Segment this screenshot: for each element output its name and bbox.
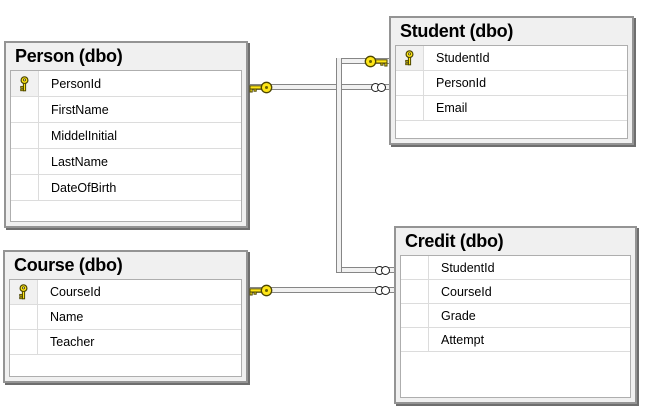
column-name: Attempt xyxy=(441,332,485,347)
table-title: Course (dbo) xyxy=(14,255,123,275)
relationship-line-student-credit-bottom[interactable] xyxy=(336,267,394,273)
column-name: LastName xyxy=(51,154,108,169)
table-node-student[interactable]: Student (dbo) StudentId PersonId xyxy=(389,16,634,145)
column-row[interactable]: Email xyxy=(396,96,627,121)
pk-cell xyxy=(401,256,429,279)
column-grid: StudentId CourseId Grade Attempt xyxy=(400,255,631,398)
column-grid: PersonId FirstName MiddelInitial LastNam… xyxy=(10,70,242,222)
column-name: StudentId xyxy=(436,51,490,65)
column-name: CourseId xyxy=(50,285,101,299)
pk-cell xyxy=(11,97,39,122)
pk-cell xyxy=(401,280,429,303)
column-row[interactable]: StudentId xyxy=(401,256,630,280)
primary-key-icon xyxy=(20,75,29,91)
column-name: PersonId xyxy=(436,76,487,90)
one-end-key-icon xyxy=(249,81,273,94)
column-name: StudentId xyxy=(441,260,495,275)
pk-cell xyxy=(396,71,424,95)
table-node-course[interactable]: Course (dbo) CourseId Name xyxy=(3,250,248,383)
relationship-line-course-credit[interactable] xyxy=(248,287,394,293)
relationship-line-student-credit-top[interactable] xyxy=(336,58,389,64)
column-row[interactable]: Grade xyxy=(401,304,630,328)
pk-cell xyxy=(11,149,39,174)
relationship-line-student-credit-vertical[interactable] xyxy=(336,58,342,272)
pk-cell xyxy=(11,175,39,200)
pk-cell xyxy=(401,304,429,327)
column-row[interactable]: FirstName xyxy=(11,97,241,123)
column-row[interactable]: MiddelInitial xyxy=(11,123,241,149)
pk-cell xyxy=(11,123,39,148)
column-row[interactable]: StudentId xyxy=(396,46,627,71)
many-end-infinity-icon xyxy=(371,83,386,92)
pk-cell xyxy=(10,305,38,329)
column-row[interactable]: CourseId xyxy=(10,280,241,305)
column-name: Grade xyxy=(441,308,476,323)
one-end-key-icon xyxy=(364,55,388,68)
column-row[interactable]: PersonId xyxy=(11,71,241,97)
primary-key-icon xyxy=(19,284,28,300)
pk-cell xyxy=(11,71,39,96)
column-row[interactable]: Attempt xyxy=(401,328,630,352)
column-row[interactable]: PersonId xyxy=(396,71,627,96)
table-title: Person (dbo) xyxy=(15,46,123,66)
one-end-key-icon xyxy=(249,284,273,297)
column-name: MiddelInitial xyxy=(51,128,118,143)
column-row[interactable]: LastName xyxy=(11,149,241,175)
column-name: DateOfBirth xyxy=(51,180,117,195)
column-name: CourseId xyxy=(441,284,492,299)
pk-cell xyxy=(10,330,38,354)
column-row[interactable]: CourseId xyxy=(401,280,630,304)
column-name: FirstName xyxy=(51,102,109,117)
table-node-credit[interactable]: Credit (dbo) StudentId CourseId Grade At… xyxy=(394,226,637,404)
column-name: Email xyxy=(436,101,468,115)
many-end-infinity-icon xyxy=(375,286,390,295)
pk-cell xyxy=(396,46,424,70)
column-row[interactable]: Teacher xyxy=(10,330,241,355)
table-title: Student (dbo) xyxy=(400,21,514,41)
column-row[interactable]: DateOfBirth xyxy=(11,175,241,201)
column-grid: StudentId PersonId Email xyxy=(395,45,628,139)
column-name: Name xyxy=(50,310,84,324)
column-row[interactable]: Name xyxy=(10,305,241,330)
pk-cell xyxy=(10,280,38,304)
table-node-person[interactable]: Person (dbo) PersonId FirstName xyxy=(4,41,248,228)
pk-cell xyxy=(396,96,424,120)
column-grid: CourseId Name Teacher xyxy=(9,279,242,377)
relationship-line-person-student[interactable] xyxy=(248,84,389,90)
many-end-infinity-icon xyxy=(375,266,390,275)
column-name: PersonId xyxy=(51,76,102,91)
column-name: Teacher xyxy=(50,335,95,349)
table-title: Credit (dbo) xyxy=(405,231,504,251)
pk-cell xyxy=(401,328,429,351)
primary-key-icon xyxy=(405,50,414,66)
